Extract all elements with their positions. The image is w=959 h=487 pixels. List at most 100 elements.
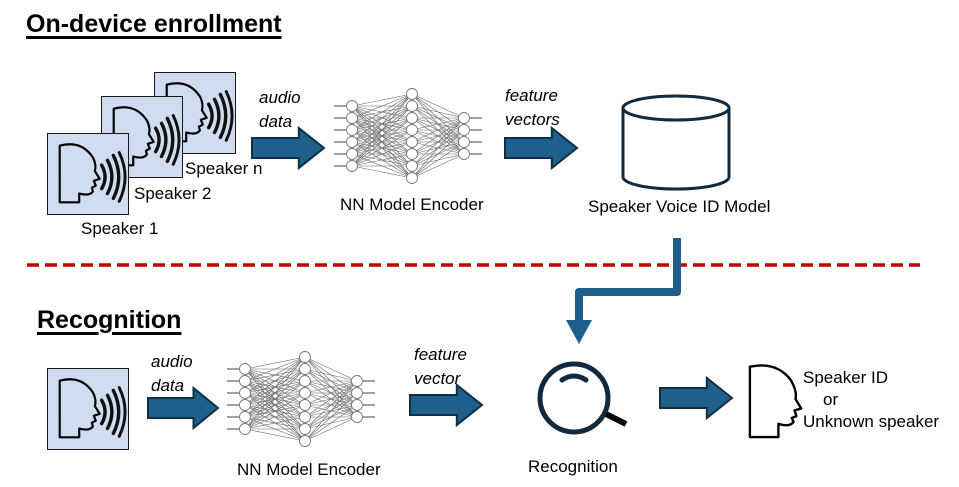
nn-node — [351, 399, 363, 411]
nn-connection — [411, 141, 465, 179]
speaker-n-label: Speaker n — [185, 159, 263, 178]
recognition-encoder-label: NN Model Encoder — [237, 460, 381, 479]
nn-node — [458, 148, 470, 160]
nn-node — [299, 363, 311, 375]
nn-node — [406, 124, 418, 136]
nn-node — [239, 375, 251, 387]
nn-node — [406, 100, 418, 112]
result-line-unknown: Unknown speaker — [803, 412, 940, 431]
nn-connection — [411, 117, 465, 167]
nn-connection — [304, 356, 358, 382]
label-line: vectors — [505, 110, 560, 129]
speaking-head-icon — [112, 106, 181, 167]
nn-connection — [351, 141, 413, 167]
nn-node — [346, 160, 358, 172]
block-arrow — [659, 375, 734, 421]
nn-connection — [244, 368, 306, 430]
magnifier-icon — [537, 361, 628, 435]
database-icon — [621, 94, 731, 191]
nn-node — [239, 363, 251, 375]
nn-connection — [244, 428, 306, 442]
block-arrow — [504, 125, 579, 171]
result-line-or: or — [823, 390, 839, 409]
result-line-speaker-id: Speaker ID — [803, 368, 889, 387]
label-line: feature — [505, 86, 558, 105]
nn-node — [406, 88, 418, 100]
nn-node — [239, 423, 251, 435]
nn-connection — [304, 380, 358, 394]
nn-connection — [351, 93, 413, 107]
nn-node — [299, 351, 311, 363]
feature-vectors-label: feature vectors — [505, 84, 560, 132]
nn-node — [406, 112, 418, 124]
nn-node — [458, 124, 470, 136]
label-line: audio — [151, 352, 193, 371]
nn-node — [406, 136, 418, 148]
nn-node — [351, 411, 363, 423]
nn-node — [299, 423, 311, 435]
nn-connection — [304, 380, 358, 430]
nn-connection — [304, 416, 358, 442]
speaking-head-icon — [58, 378, 127, 439]
speaker-1-label: Speaker 1 — [81, 219, 159, 238]
speaker-1-card — [47, 133, 129, 215]
block-arrow — [409, 382, 484, 428]
nn-node — [299, 411, 311, 423]
nn-node — [346, 148, 358, 160]
recognition-label: Recognition — [528, 457, 618, 476]
nn-connection — [351, 93, 413, 143]
result-label: Speaker ID or Unknown speaker — [803, 367, 939, 433]
nn-connection — [351, 93, 413, 167]
nn-node — [458, 112, 470, 124]
nn-connection — [304, 368, 358, 382]
speaker-2-label: Speaker 2 — [134, 184, 212, 203]
speaking-head-icon — [58, 143, 127, 204]
nn-node — [406, 148, 418, 160]
nn-connection — [244, 356, 306, 406]
nn-node — [299, 399, 311, 411]
nn-connection — [304, 404, 358, 442]
audio-data-label: audio data — [259, 86, 301, 134]
nn-connection — [304, 380, 358, 442]
nn-connection — [304, 380, 358, 418]
nn-node — [239, 411, 251, 423]
nn-connection — [351, 165, 413, 179]
label-line: data — [259, 112, 293, 131]
block-arrow — [147, 385, 220, 431]
nn-connection — [351, 117, 413, 167]
nn-node — [346, 100, 358, 112]
nn-connection — [411, 117, 465, 143]
nn-node — [458, 136, 470, 148]
nn-connection — [244, 356, 306, 382]
nn-connection — [351, 93, 413, 155]
block-arrow — [251, 125, 326, 171]
nn-connection — [244, 380, 306, 430]
nn-connection — [244, 404, 306, 430]
recognition-heading: Recognition — [37, 306, 182, 334]
nn-node — [351, 375, 363, 387]
nn-connection — [304, 380, 358, 406]
nn-connection — [244, 392, 306, 430]
nn-connection — [411, 153, 465, 179]
nn-connection — [411, 117, 465, 131]
nn-connection — [351, 153, 413, 167]
nn-node — [346, 136, 358, 148]
nn-connection — [244, 416, 306, 430]
nn-connection — [244, 356, 306, 370]
nn-node — [351, 387, 363, 399]
nn-connection — [411, 117, 465, 155]
nn-node — [239, 399, 251, 411]
label-line: audio — [259, 88, 301, 107]
nn-connection — [411, 93, 465, 119]
nn-connection — [304, 392, 358, 442]
nn-node — [239, 387, 251, 399]
nn-node — [406, 160, 418, 172]
enrollment-heading: On-device enrollment — [26, 10, 282, 38]
label-line: data — [151, 376, 185, 395]
nn-encoder-icon — [227, 351, 375, 447]
nn-connection — [411, 129, 465, 179]
feature-vector-label: feature vector — [414, 343, 467, 391]
nn-connection — [351, 105, 413, 167]
nn-connection — [351, 93, 413, 131]
